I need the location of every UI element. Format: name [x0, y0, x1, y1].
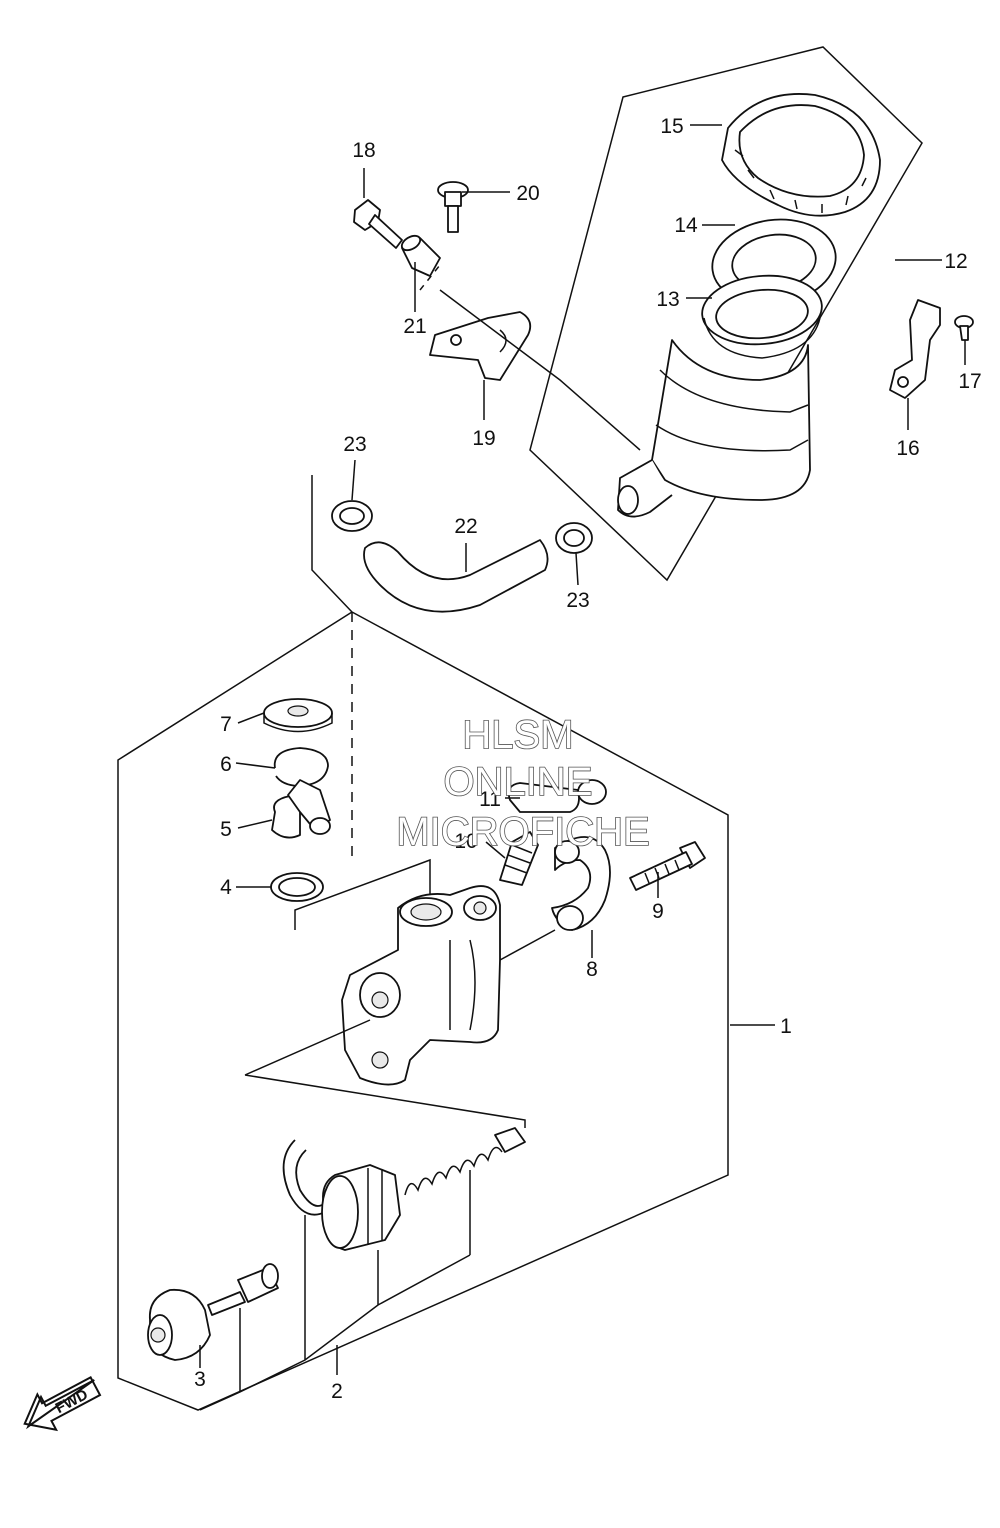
reservoir-hose[interactable] [363, 539, 549, 613]
callout-1: 1 [780, 1015, 792, 1038]
stay-bracket[interactable] [429, 311, 532, 381]
callout-16: 16 [896, 437, 919, 460]
snap-ring-6[interactable] [273, 747, 329, 787]
callout-10: 10 [454, 830, 477, 853]
callout-20: 20 [516, 182, 539, 205]
bolt-18[interactable] [353, 199, 403, 249]
bleeder-cap[interactable] [507, 779, 607, 813]
callout-23-upper: 23 [343, 433, 366, 456]
callout-19: 19 [472, 427, 495, 450]
callout-12: 12 [944, 250, 967, 273]
callout-8: 8 [586, 958, 598, 981]
circlip[interactable] [282, 1139, 326, 1216]
piston-rod[interactable] [207, 1263, 279, 1316]
callout-4: 4 [220, 876, 232, 899]
bolt-20[interactable] [437, 181, 469, 233]
hose-clamp-lower[interactable] [555, 522, 593, 554]
callout-9: 9 [652, 900, 664, 923]
fwd-arrow-icon: FWD [23, 1376, 102, 1432]
holder-bolt[interactable] [629, 841, 706, 891]
primary-cup[interactable] [147, 1288, 211, 1361]
piston[interactable] [321, 1164, 401, 1251]
callout-17: 17 [958, 370, 981, 393]
hose-connector[interactable] [271, 779, 331, 839]
callout-6: 6 [220, 753, 232, 776]
diaphragm[interactable] [699, 271, 824, 359]
callout-13: 13 [656, 288, 679, 311]
callout-7: 7 [220, 713, 232, 736]
reservoir-body[interactable] [617, 339, 811, 518]
callout-21: 21 [403, 315, 426, 338]
watermark-line-1: HLSM [462, 713, 573, 757]
o-ring[interactable] [270, 872, 324, 902]
callout-15: 15 [660, 115, 683, 138]
collar-21[interactable] [399, 233, 441, 277]
callout-22: 22 [454, 515, 477, 538]
reservoir-group-outline [529, 46, 923, 582]
watermark-line-2: ONLINE [444, 760, 593, 804]
callout-2: 2 [331, 1380, 343, 1403]
master-cylinder-holder[interactable] [551, 836, 611, 931]
master-cylinder-group-outline [117, 611, 729, 1411]
boot-cap[interactable] [263, 698, 333, 733]
reservoir-bracket[interactable] [889, 299, 941, 399]
bracket-screw[interactable] [954, 315, 974, 341]
callout-3: 3 [194, 1368, 206, 1391]
return-spring[interactable] [404, 1127, 526, 1196]
callout-5: 5 [220, 818, 232, 841]
callout-23-lower: 23 [566, 589, 589, 612]
reservoir-cap[interactable] [721, 93, 881, 217]
master-cylinder-body[interactable] [341, 885, 501, 1086]
bleeder-screw[interactable] [499, 831, 539, 886]
callout-11: 11 [479, 788, 501, 811]
hose-clamp-upper[interactable] [331, 500, 373, 532]
callout-14: 14 [674, 214, 698, 237]
watermark-line-3: MICROFICHE [396, 810, 649, 854]
callout-18: 18 [352, 139, 375, 162]
